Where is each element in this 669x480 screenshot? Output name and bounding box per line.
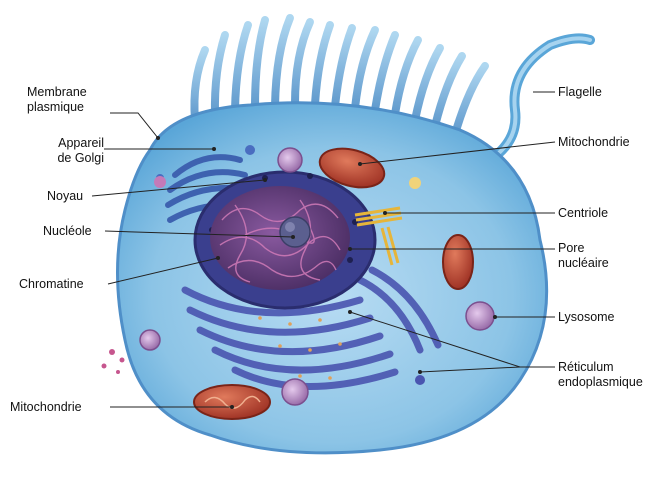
golgi-vesicle (245, 145, 255, 155)
secretory-vesicles (102, 349, 125, 374)
label-noyau: Noyau (47, 189, 83, 204)
label-lysosome: Lysosome (558, 310, 615, 325)
label-appareil-golgi: Appareil de Golgi (42, 136, 104, 166)
label-reticulum: Réticulum endoplasmique (558, 360, 643, 390)
label-mitochondrie-right: Mitochondrie (558, 135, 630, 150)
mitochondrion-lower (194, 385, 270, 419)
label-pore-nucleaire: Pore nucléaire (558, 241, 609, 271)
label-nucleole: Nucléole (43, 224, 92, 239)
label-centriole: Centriole (558, 206, 608, 221)
label-chromatine: Chromatine (19, 277, 84, 292)
label-mitochondrie-left: Mitochondrie (10, 400, 82, 415)
label-flagelle: Flagelle (558, 85, 602, 100)
mitochondrion-right (443, 235, 473, 289)
nucleolus (280, 217, 310, 247)
label-membrane-plasmique: Membrane plasmique (27, 85, 87, 115)
